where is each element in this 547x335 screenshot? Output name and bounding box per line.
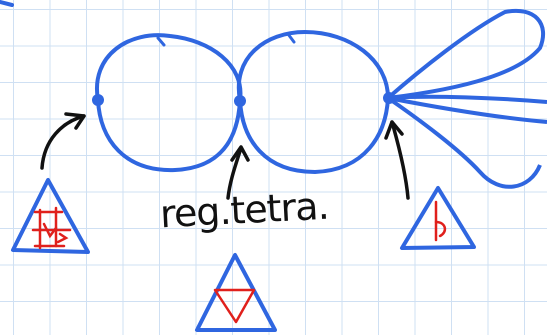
left-loop	[94, 33, 243, 173]
arrow-middle	[226, 145, 250, 200]
vertex-left	[92, 94, 104, 106]
annotation-label: reg.tetra.	[158, 183, 330, 237]
arrow-right	[384, 120, 410, 200]
middle-loop	[236, 30, 390, 174]
triangle-icon-middle	[195, 253, 277, 332]
right-petal-lower	[386, 96, 542, 189]
edge-stroke-top-left	[0, 0, 14, 7]
middle-loop-tick	[286, 32, 296, 44]
right-petal-upper	[386, 8, 546, 100]
triangle-icon-right	[400, 186, 476, 250]
triangle-icon-left	[11, 178, 90, 254]
vertex-right	[383, 92, 395, 104]
left-loop-tick	[156, 36, 166, 47]
vertex-middle	[234, 95, 246, 107]
arrow-left	[40, 112, 86, 170]
right-petal-middle	[387, 94, 547, 124]
